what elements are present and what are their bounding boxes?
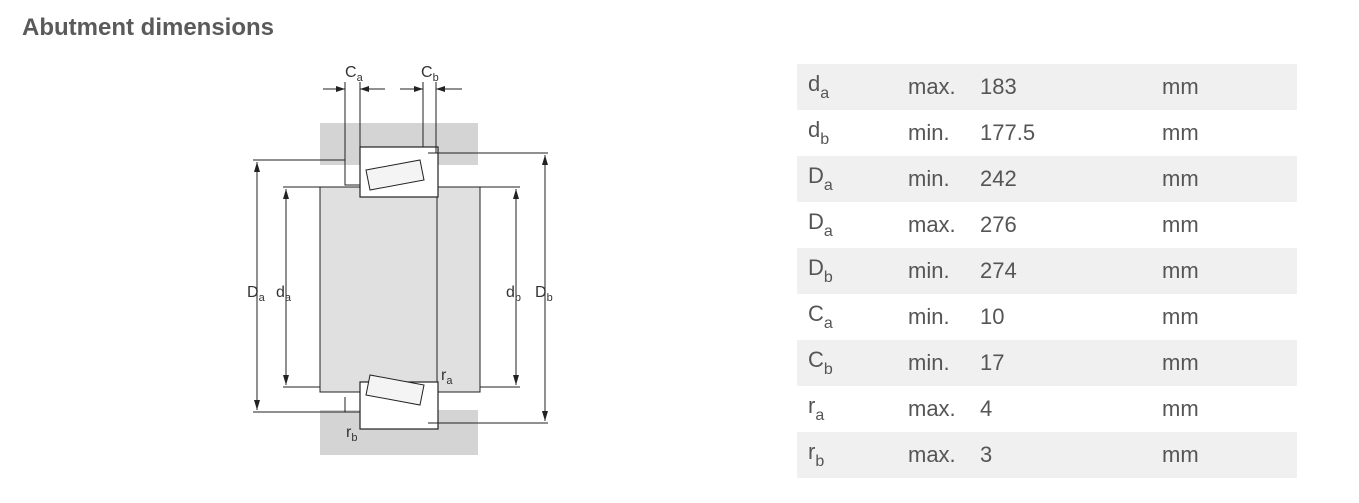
unit-cell: mm [1162,212,1199,237]
table-row: Da min. 242 mm [797,156,1297,202]
limit-cell: min. [908,248,980,294]
limit-cell: min. [908,304,950,329]
value-cell: 183 [980,64,1162,110]
label-Ca: Ca [345,64,364,84]
label-ra: ra [441,367,453,387]
symbol-cell: Ca [808,301,833,332]
limit-cell: max. [908,396,956,421]
table-row: Ca min. 10 mm [797,294,1297,340]
shoulder-bottom [344,397,360,413]
symbol-cell: Cb [797,340,908,386]
value-cell: 10 [980,304,1005,329]
label-Da: Da [247,284,266,304]
roller-top [365,159,425,191]
table-row: da max. 183 mm [797,64,1297,110]
table-row: ra max. 4 mm [797,386,1297,432]
value-cell: 242 [980,156,1162,202]
label-db: db [506,284,521,304]
unit-cell: mm [1162,432,1297,478]
limit-cell: max. [908,432,980,478]
limit-cell: max. [908,212,956,237]
label-da: da [276,284,292,304]
unit-cell: mm [1162,304,1199,329]
limit-cell: min. [908,340,980,386]
table-row: Cb min. 17 mm [797,340,1297,386]
page-title: Abutment dimensions [22,14,275,41]
value-cell: 276 [980,212,1017,237]
roller-bottom [365,374,425,406]
table-row: rb max. 3 mm [797,432,1297,478]
symbol-cell: Da [808,209,833,240]
symbol-cell: Db [797,248,908,294]
table-row: Db min. 274 mm [797,248,1297,294]
label-rb: rb [346,424,357,444]
unit-cell: mm [1162,64,1297,110]
bearing-abutment-diagram: Ca Cb Da da db Db ra rb [247,64,553,455]
symbol-cell: db [808,117,830,148]
unit-cell: mm [1162,156,1297,202]
label-Cb: Cb [421,64,439,84]
symbol-cell: da [797,64,908,110]
shoulder-top [344,160,360,186]
symbol-cell: Da [797,156,908,202]
symbol-cell: ra [808,393,825,424]
unit-cell: mm [1162,340,1297,386]
table-row: db min. 177.5 mm [797,110,1297,156]
limit-cell: min. [908,120,950,145]
value-cell: 3 [980,432,1162,478]
value-cell: 177.5 [980,120,1036,145]
value-cell: 17 [980,340,1162,386]
value-cell: 274 [980,248,1162,294]
label-Db: Db [535,284,553,304]
limit-cell: min. [908,156,980,202]
unit-cell: mm [1162,248,1297,294]
unit-cell: mm [1162,120,1199,145]
limit-cell: max. [908,64,980,110]
value-cell: 4 [980,396,993,421]
dimensions-table: da max. 183 mm db min. 177.5 mm Da min. … [797,64,1297,478]
shaft [319,186,481,393]
symbol-cell: rb [797,432,908,478]
unit-cell: mm [1162,396,1199,421]
table-row: Da max. 276 mm [797,202,1297,248]
